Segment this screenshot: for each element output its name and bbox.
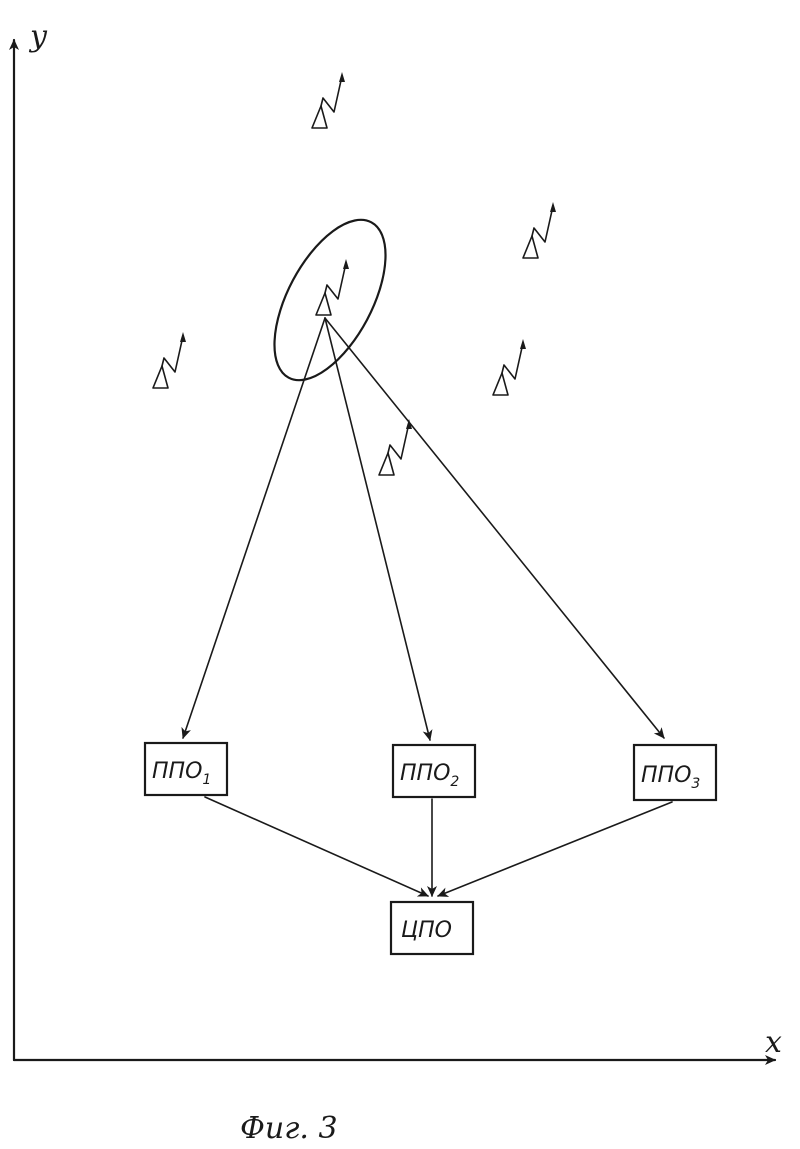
block-ppo3-name: ППО: [641, 763, 691, 788]
block-ppo1-index: 1: [202, 772, 211, 788]
block-cpo-name: ЦПО: [401, 918, 452, 943]
target-icon: [153, 332, 186, 388]
block-ppo1-name: ППО: [152, 759, 202, 784]
target-icon: [379, 419, 412, 475]
block-ppo2-index: 2: [450, 774, 459, 790]
targets: [153, 72, 556, 475]
target-icon: [312, 72, 345, 128]
block-ppo3: ППО3: [634, 745, 716, 800]
link-ppo1-cpo: [205, 797, 428, 896]
x-axis-label: x: [765, 1025, 782, 1060]
block-ppo2-name: ППО: [400, 761, 450, 786]
ray-to-ppo2: [325, 318, 430, 740]
selected-target-icon: [316, 259, 349, 315]
block-ppo1: ППО1: [145, 743, 227, 795]
ray-to-ppo3: [325, 318, 664, 738]
figure-caption: Фиг. 3: [240, 1111, 338, 1146]
ray-to-ppo1: [183, 318, 325, 738]
block-ppo3-index: 3: [691, 776, 700, 792]
block-ppo2: ППО2: [393, 745, 475, 797]
observation-rays: [183, 318, 664, 740]
links-to-cpo: [205, 797, 672, 896]
link-ppo3-cpo: [438, 802, 672, 896]
target-icon: [493, 339, 526, 395]
block-cpo: ЦПО: [391, 902, 473, 954]
y-axis-label: y: [28, 19, 48, 54]
selection-ellipse: [252, 203, 409, 398]
target-icon: [523, 202, 556, 258]
